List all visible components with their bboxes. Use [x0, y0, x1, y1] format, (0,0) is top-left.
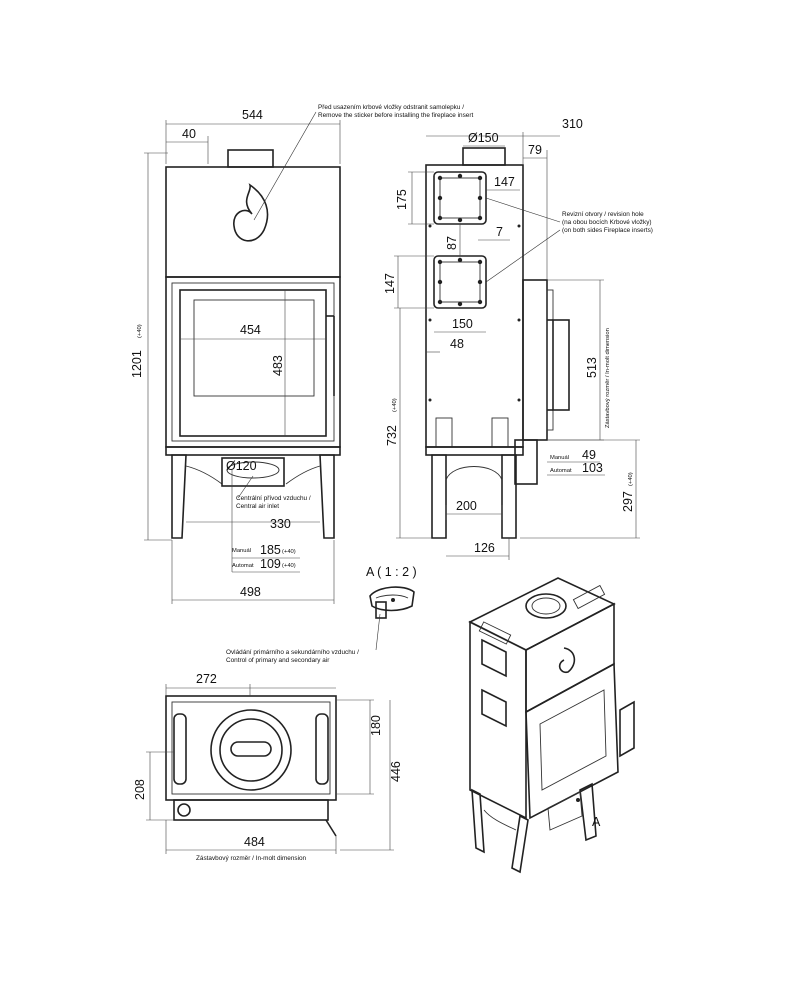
top-view: 272 180 446 208 484 Zástavbový rozměr / … — [133, 672, 403, 862]
dim-732: 732 — [385, 425, 399, 446]
dim-base-width: 498 — [240, 585, 261, 599]
dim-297-note: (+40) — [628, 472, 634, 486]
dim-48: 48 — [450, 337, 464, 351]
side-automat-value: 103 — [582, 461, 603, 475]
dim-width-top: 544 — [242, 108, 263, 122]
automat-value: 109 — [260, 557, 281, 571]
dim-147-top: 147 — [494, 175, 515, 189]
inmolt-vertical: Zástavbový rozměr / In-molt dimension — [605, 328, 611, 428]
dim-513: 513 — [585, 357, 599, 378]
dim-7: 7 — [496, 225, 503, 239]
manual-note: (+40) — [282, 549, 296, 555]
dim-126: 126 — [474, 541, 495, 555]
sticker-note-cz: Před usazením krbové vložky odstranit sa… — [318, 104, 464, 111]
manual-value: 185 — [260, 543, 281, 557]
dim-height-note: (+40) — [137, 324, 143, 338]
dim-glass-height: 483 — [271, 355, 285, 376]
dim-297: 297 — [621, 491, 635, 512]
central-air-inlet-cz: Centrální přívod vzduchu / — [236, 495, 311, 502]
control-air-cz: Ovládání primárního a sekundárního vzduc… — [226, 649, 359, 656]
dim-79: 79 — [528, 143, 542, 157]
dim-732-note: (+40) — [392, 398, 398, 412]
dim-flue-diameter: Ø120 — [226, 459, 257, 473]
dim-150: 150 — [452, 317, 473, 331]
dim-flue-side: Ø150 — [468, 131, 499, 145]
detail-a: A ( 1 : 2 ) Ovládání primárního a sekund… — [226, 565, 417, 664]
dim-depth-total: 310 — [562, 117, 583, 131]
control-air-en: Control of primary and secondary air — [226, 657, 330, 664]
side-manual-label: Manuál — [550, 455, 569, 461]
dim-175: 175 — [395, 189, 409, 210]
side-view: 310 Ø150 79 147 175 87 7 147 150 48 732 … — [383, 117, 653, 560]
sticker-note-en: Remove the sticker before installing the… — [318, 112, 473, 119]
iso-view: A — [468, 577, 635, 874]
revision-note-1: Revizní otvory / revision hole — [562, 211, 644, 218]
dim-height-total: 1201 — [130, 350, 144, 378]
revision-note-3: (on both sides Fireplace inserts) — [562, 227, 653, 234]
side-manual-value: 49 — [582, 448, 596, 462]
dim-446: 446 — [389, 761, 403, 782]
dim-glass-width: 454 — [240, 323, 261, 337]
dim-87: 87 — [445, 236, 459, 250]
side-automat-label: Automat — [550, 468, 572, 474]
manual-label: Manuál — [232, 548, 251, 554]
flame-sticker-icon — [233, 183, 269, 242]
detail-a-label: A ( 1 : 2 ) — [366, 565, 417, 579]
front-view: 544 40 1201 (+40) 454 483 Ø120 Centrální… — [130, 108, 341, 604]
central-air-inlet-en: Central air inlet — [236, 503, 279, 510]
dim-272: 272 — [196, 672, 217, 686]
automat-note: (+40) — [282, 563, 296, 569]
dim-208: 208 — [133, 779, 147, 800]
dim-484: 484 — [244, 835, 265, 849]
dim-200: 200 — [456, 499, 477, 513]
top-inmolt: Zástavbový rozměr / In-molt dimension — [196, 855, 307, 862]
revision-note-2: (na obou bocích Krbové vložky) — [562, 219, 652, 226]
iso-marker-a: A — [592, 815, 601, 829]
dim-147-left: 147 — [383, 273, 397, 294]
sticker-note: Před usazením krbové vložky odstranit sa… — [318, 104, 473, 119]
dim-legs-inner: 330 — [270, 517, 291, 531]
dim-offset-top: 40 — [182, 127, 196, 141]
automat-label: Automat — [232, 563, 254, 569]
dim-180: 180 — [369, 715, 383, 736]
